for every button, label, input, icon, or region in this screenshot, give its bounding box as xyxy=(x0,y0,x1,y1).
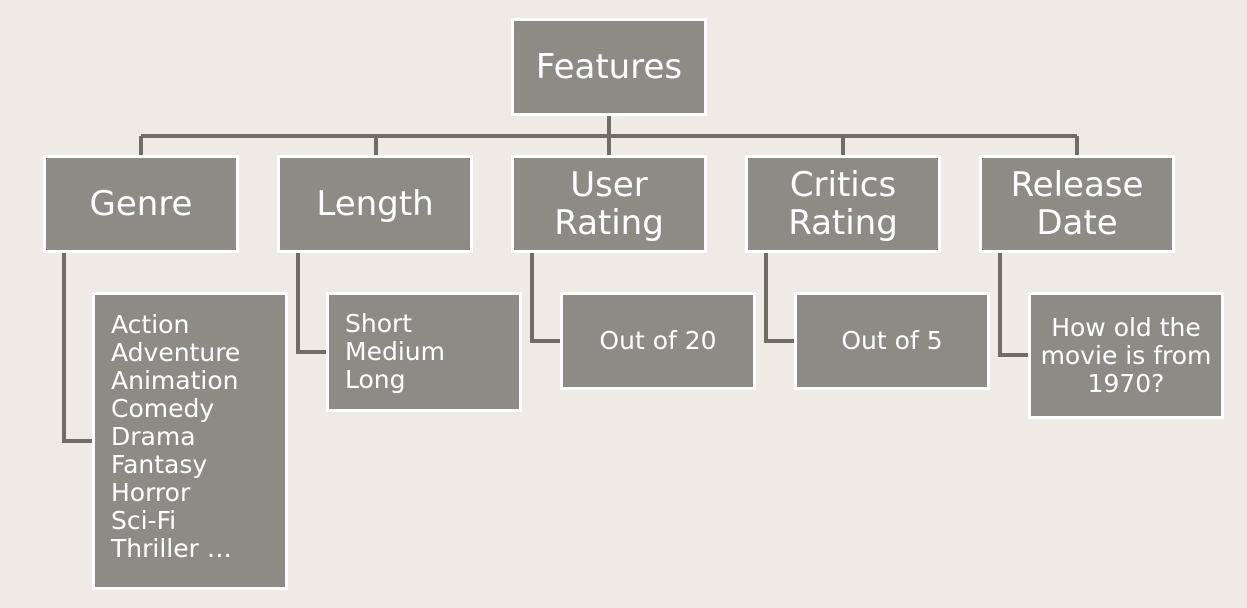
feature-label-line: Release xyxy=(1010,165,1144,205)
feature-node-user-rating: User Rating xyxy=(511,155,707,253)
genre-item: Drama xyxy=(111,422,196,451)
feature-node-release-date: Release Date xyxy=(979,155,1175,253)
length-item: Long xyxy=(345,365,406,394)
feature-label-line: Date xyxy=(1036,203,1118,243)
genre-item: Action xyxy=(111,310,190,339)
feature-label-line: User xyxy=(570,165,648,205)
connector-length-detail xyxy=(296,253,328,354)
connector-genre-detail xyxy=(62,253,94,443)
feature-label-line: Genre xyxy=(89,184,193,224)
critics-rating-detail: Out of 5 xyxy=(841,326,943,355)
feature-node-critics-rating: Critics Rating xyxy=(745,155,941,253)
feature-label-line: Length xyxy=(316,184,434,224)
root-node-label: Features xyxy=(535,47,683,87)
genre-item: Sci-Fi xyxy=(111,506,177,535)
feature-label-line: Rating xyxy=(554,203,664,243)
detail-node-critics-rating: Out of 5 xyxy=(794,292,990,390)
genre-item: Thriller … xyxy=(111,534,232,563)
detail-node-user-rating: Out of 20 xyxy=(560,292,756,390)
connector-critics-rating-detail xyxy=(764,253,796,343)
genre-item: Fantasy xyxy=(111,450,208,479)
length-item: Medium xyxy=(345,337,445,366)
connector-release-date-detail xyxy=(998,253,1030,357)
root-node-features: Features xyxy=(511,18,707,116)
detail-node-genre: Action Adventure Animation Comedy Drama … xyxy=(92,292,288,590)
detail-node-release-date: How old the movie is from 1970? xyxy=(1028,292,1224,419)
genre-item: Horror xyxy=(111,478,191,507)
feature-label-line: Rating xyxy=(788,203,898,243)
feature-node-length: Length xyxy=(277,155,473,253)
feature-node-genre: Genre xyxy=(43,155,239,253)
release-date-detail-line: 1970? xyxy=(1087,368,1165,398)
detail-node-length: Short Medium Long xyxy=(326,292,522,412)
release-date-detail-line: movie is from xyxy=(1040,340,1212,370)
length-item: Short xyxy=(345,309,413,338)
genre-item: Adventure xyxy=(111,338,241,367)
feature-label-line: Critics xyxy=(789,165,897,205)
genre-item: Animation xyxy=(111,366,239,395)
user-rating-detail: Out of 20 xyxy=(599,326,717,355)
genre-item: Comedy xyxy=(111,394,215,423)
connector-user-rating-detail xyxy=(530,253,562,343)
release-date-detail-line: How old the xyxy=(1051,312,1201,342)
